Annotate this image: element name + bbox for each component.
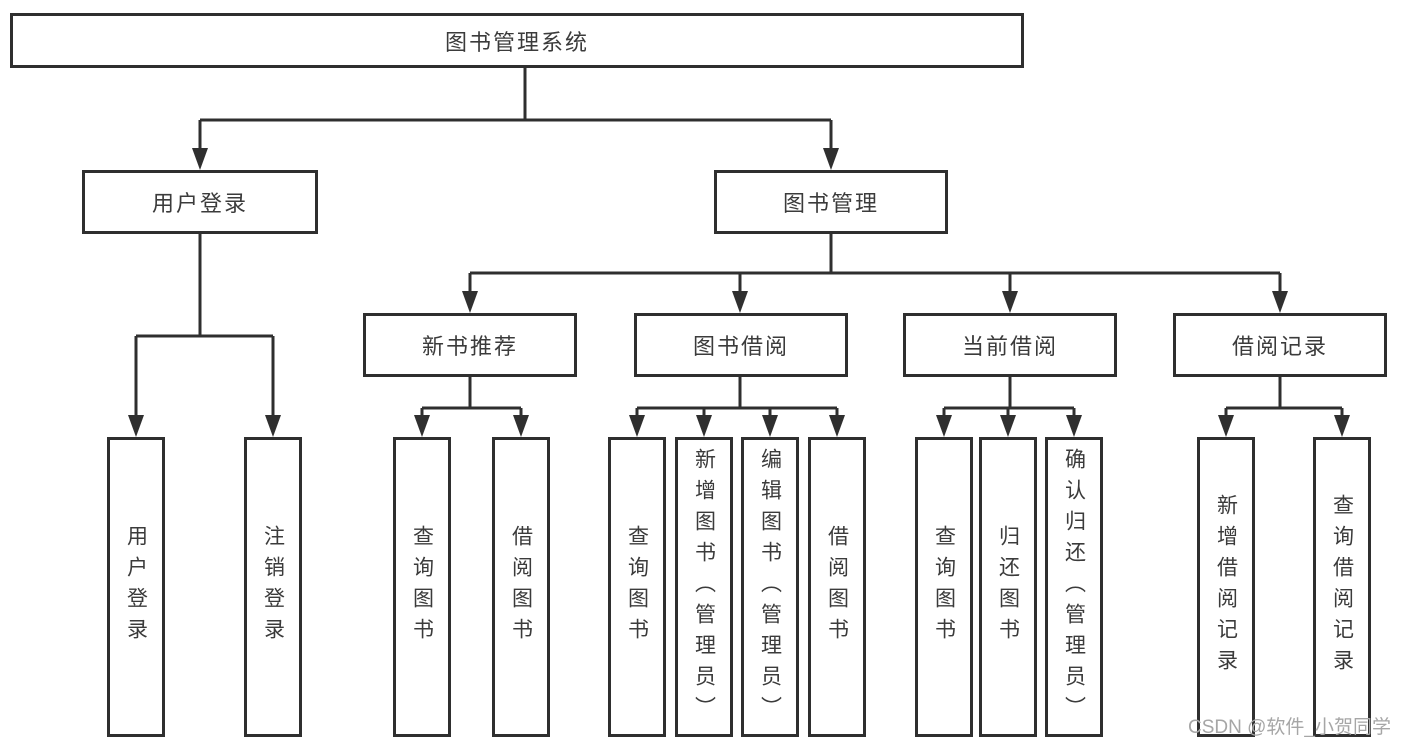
leaf-label: 新增借阅记录 <box>1214 494 1238 680</box>
leaf-label: 编辑图书（管理员） <box>758 447 782 727</box>
node-label: 图书借阅 <box>692 334 789 359</box>
node-library-management-system: 图书管理系统 <box>10 13 1024 68</box>
node-label: 图书管理 <box>782 191 879 216</box>
leaf-confirm-return-admin: 确认归还（管理员） <box>1045 437 1103 737</box>
leaf-label: 注销登录 <box>261 525 285 649</box>
leaf-label: 借阅图书 <box>509 525 533 649</box>
leaf-label: 新增图书（管理员） <box>692 447 716 727</box>
node-current-borrow: 当前借阅 <box>903 313 1117 377</box>
leaf-query-books-recommend: 查询图书 <box>393 437 451 737</box>
leaf-label: 借阅图书 <box>825 525 849 649</box>
leaf-query-books-borrow: 查询图书 <box>608 437 666 737</box>
leaf-add-book-admin: 新增图书（管理员） <box>675 437 733 737</box>
leaf-label: 查询图书 <box>625 525 649 649</box>
node-borrow-records: 借阅记录 <box>1173 313 1387 377</box>
leaf-label: 查询借阅记录 <box>1330 494 1354 680</box>
node-label: 新书推荐 <box>421 334 518 359</box>
node-new-book-recommend: 新书推荐 <box>363 313 577 377</box>
leaf-borrow-books: 借阅图书 <box>808 437 866 737</box>
leaf-label: 查询图书 <box>410 525 434 649</box>
leaf-label: 查询图书 <box>932 525 956 649</box>
node-label: 当前借阅 <box>961 334 1058 359</box>
leaf-return-books: 归还图书 <box>979 437 1037 737</box>
leaf-logout: 注销登录 <box>244 437 302 737</box>
leaf-query-books-current: 查询图书 <box>915 437 973 737</box>
leaf-edit-book-admin: 编辑图书（管理员） <box>741 437 799 737</box>
leaf-label: 用户登录 <box>124 525 148 649</box>
leaf-label: 确认归还（管理员） <box>1062 447 1086 727</box>
node-book-borrow: 图书借阅 <box>634 313 848 377</box>
node-label: 图书管理系统 <box>444 29 589 55</box>
leaf-add-borrow-record: 新增借阅记录 <box>1197 437 1255 737</box>
leaf-borrow-books-recommend: 借阅图书 <box>492 437 550 737</box>
node-label: 用户登录 <box>151 191 248 216</box>
node-label: 借阅记录 <box>1231 334 1328 359</box>
leaf-label: 归还图书 <box>996 525 1020 649</box>
csdn-watermark: CSDN @软件_小贺同学 <box>1188 717 1391 738</box>
node-book-management: 图书管理 <box>714 170 948 234</box>
node-user-login: 用户登录 <box>82 170 318 234</box>
leaf-query-borrow-record: 查询借阅记录 <box>1313 437 1371 737</box>
leaf-user-login: 用户登录 <box>107 437 165 737</box>
